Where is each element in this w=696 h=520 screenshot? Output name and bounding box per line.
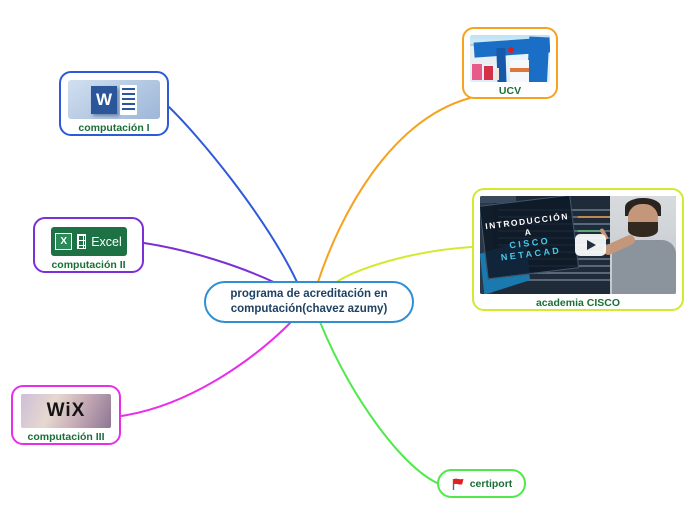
topic-certiport[interactable]: certiport (437, 469, 526, 498)
connector-computacion-1 (168, 106, 298, 283)
central-topic-line1: programa de acreditación en (230, 288, 388, 300)
topic-ucv[interactable]: UCV (462, 27, 558, 99)
connector-ucv (317, 97, 471, 283)
topic-computacion-2[interactable]: X Excel computación II (33, 217, 144, 273)
connector-certiport (319, 321, 438, 484)
connector-academia-cisco (337, 246, 473, 282)
topic-label-ucv: UCV (498, 85, 522, 97)
word-letter: W (95, 89, 113, 109)
central-topic-line2: computación(chavez azumy) (230, 303, 388, 315)
topic-academia-cisco[interactable]: INTRODUCCIÓN A CISCO NETACAD academia CI… (472, 188, 684, 311)
word-logo: W (68, 80, 160, 119)
topic-computacion-3[interactable]: WiX computación III (11, 385, 121, 445)
excel-x-icon: X (55, 233, 73, 250)
cisco-video-thumbnail: INTRODUCCIÓN A CISCO NETACAD (480, 196, 676, 294)
wix-logo-image: WiX (21, 394, 111, 428)
topic-label-computacion-1: computación I (78, 122, 150, 134)
topic-label-certiport: certiport (469, 477, 513, 490)
ucv-campus-photo (470, 35, 550, 82)
flag-icon (452, 478, 464, 490)
excel-wordmark: Excel (91, 234, 122, 249)
topic-label-academia-cisco: academia CISCO (535, 297, 621, 309)
topic-label-computacion-2: computación II (51, 259, 126, 271)
ucv-logo-mark (508, 47, 514, 53)
excel-logo: X Excel (50, 227, 127, 256)
connector-computacion-2 (143, 242, 279, 285)
word-document-page (120, 84, 137, 115)
central-topic[interactable]: programa de acreditación en computación(… (204, 281, 414, 323)
topic-label-computacion-3: computación III (27, 431, 105, 443)
topic-computacion-1[interactable]: W computación I (59, 71, 169, 136)
word-letter-badge: W (91, 85, 117, 114)
wix-wordmark: WiX (46, 400, 86, 421)
video-title-panel: INTRODUCCIÓN A CISCO NETACAD (480, 196, 580, 280)
connector-computacion-3 (120, 321, 292, 417)
excel-grid-icon (77, 234, 87, 249)
play-button-icon[interactable] (575, 234, 606, 256)
